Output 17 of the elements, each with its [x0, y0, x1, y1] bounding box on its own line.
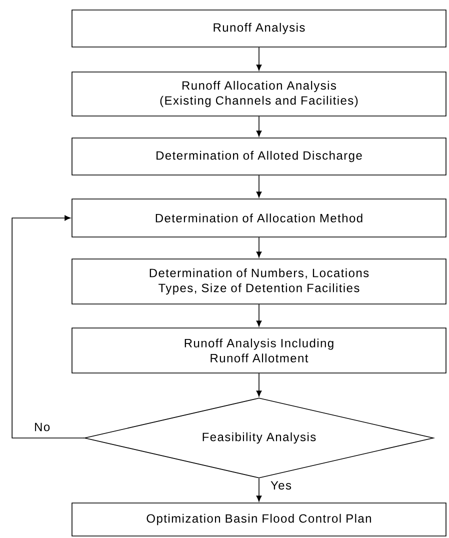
edge-label: Yes	[269, 480, 292, 491]
arrow	[256, 237, 262, 258]
process-box: Determination of Allocation Method	[72, 198, 446, 238]
arrow	[256, 373, 262, 397]
arrow	[256, 47, 262, 71]
arrow	[256, 116, 262, 137]
arrow	[256, 478, 262, 502]
edge-label: No	[33, 422, 52, 432]
arrow	[256, 175, 262, 198]
process-box: Runoff Analysis Including Runoff Allotment	[72, 328, 446, 374]
process-box: Determination of Alloted Discharge	[72, 138, 446, 176]
process-box: Runoff Analysis	[72, 10, 446, 48]
process-box: Runoff Allocation Analysis (Existing Channels and Facilities)	[72, 72, 446, 116]
process-box: Determination of Numbers, Locations Types, Size of Detention Facilities	[72, 258, 446, 304]
arrow	[256, 304, 262, 327]
process-box: Optimization Basin Flood Control Plan	[72, 502, 446, 536]
arrow	[12, 215, 84, 438]
